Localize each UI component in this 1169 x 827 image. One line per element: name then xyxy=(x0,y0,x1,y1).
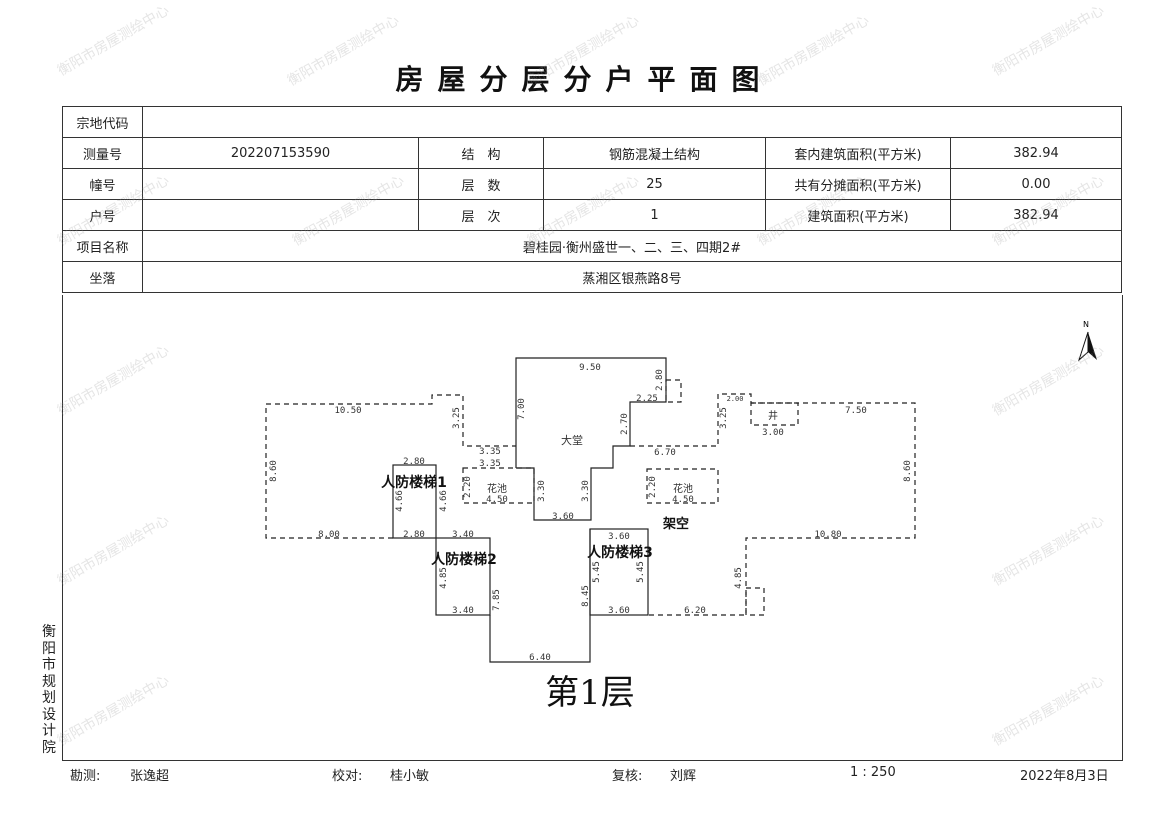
room-label: 大堂 xyxy=(561,433,583,447)
side-organization: 衡阳市规划设计院 xyxy=(42,624,56,756)
dim: 6.70 xyxy=(654,448,676,458)
reviewer-label: 复核: xyxy=(612,769,643,784)
value: 1 xyxy=(543,199,766,231)
dim: 8.45 xyxy=(581,585,591,607)
dim: 7.00 xyxy=(517,398,527,420)
dim: 9.50 xyxy=(579,363,601,373)
stair-3 xyxy=(589,528,649,616)
dim: 7.85 xyxy=(492,589,502,611)
floor-label: 第1层 xyxy=(545,673,635,713)
dim: 4.66 xyxy=(395,490,405,512)
stair-label: 人防楼梯2 xyxy=(431,551,497,568)
page-title: 房屋分层分户平面图 xyxy=(395,63,774,96)
dim: 3.25 xyxy=(452,407,462,429)
stair-label: 人防楼梯3 xyxy=(587,544,653,561)
dim: 7.50 xyxy=(845,406,867,416)
dim: 5.45 xyxy=(636,561,646,583)
dim: 4.66 xyxy=(439,490,449,512)
dim: 4.50 xyxy=(486,495,508,505)
dimension-labels: 9.50 2.80 2.25 2.70 6.70 7.00 大堂 3.35 3.… xyxy=(269,363,913,663)
small-well xyxy=(665,379,682,403)
well-box xyxy=(750,402,799,426)
dim: 3.60 xyxy=(608,532,630,542)
corridor xyxy=(489,529,591,663)
room-label: 架空 xyxy=(662,516,689,532)
dim: 8.60 xyxy=(903,460,913,482)
dim: 2.70 xyxy=(620,413,630,435)
dim: 2.80 xyxy=(655,369,665,391)
flower-pool-right xyxy=(646,468,719,504)
stair-1 xyxy=(392,464,437,539)
dim: 2.25 xyxy=(636,394,658,404)
reviewer: 刘辉 xyxy=(670,769,697,784)
room-label: 花池 xyxy=(487,482,507,495)
small-well-2 xyxy=(745,587,765,616)
stair-labels: 人防楼梯1 人防楼梯2 人防楼梯3 xyxy=(381,474,653,568)
dim: 3.60 xyxy=(552,512,574,522)
dim: 10.80 xyxy=(814,530,841,540)
checker-label: 校对: xyxy=(332,769,363,784)
surveyor-label: 勘测: xyxy=(70,769,101,784)
checker: 桂小敏 xyxy=(390,769,430,784)
label: 幢号 xyxy=(62,168,143,200)
dim: 3.30 xyxy=(537,480,547,502)
dim: 6.20 xyxy=(684,606,706,616)
dim: 4.50 xyxy=(672,495,694,505)
dim: 3.35 xyxy=(479,459,501,469)
well-label: 井 xyxy=(768,409,778,422)
solid-outlines xyxy=(392,357,667,663)
dim: 3.30 xyxy=(581,480,591,502)
dim: 4.85 xyxy=(734,567,744,589)
right-wing-outline xyxy=(630,393,916,616)
dim: 10.50 xyxy=(334,406,361,416)
dim: 5.45 xyxy=(592,561,602,583)
lobby-outline xyxy=(515,357,667,521)
label: 宗地代码 xyxy=(62,106,143,138)
value: 蒸湘区银燕路8号 xyxy=(142,261,1122,293)
dim: 8.00 xyxy=(318,530,340,540)
dim: 3.00 xyxy=(762,428,784,438)
dim: 2.80 xyxy=(403,530,425,540)
value: 382.94 xyxy=(950,199,1122,231)
stair-2 xyxy=(435,537,491,616)
date: 2022年8月3日 xyxy=(1020,769,1109,784)
value: 钢筋混凝土结构 xyxy=(543,137,766,169)
dim: 8.60 xyxy=(269,460,279,482)
label: 项目名称 xyxy=(62,230,143,262)
drawing-frame xyxy=(62,295,1123,761)
dim: 3.35 xyxy=(479,447,501,457)
dim: 2.80 xyxy=(403,457,425,467)
room-label: 花池 xyxy=(673,482,693,495)
dim: 3.25 xyxy=(719,407,729,429)
north-label: N xyxy=(1083,320,1089,329)
dim: 4.85 xyxy=(439,567,449,589)
dim: 2.00 xyxy=(727,395,744,403)
dim: 3.40 xyxy=(452,530,474,540)
dim: 2.20 xyxy=(463,476,473,498)
dim: 2.20 xyxy=(648,476,658,498)
label: 建筑面积(平方米) xyxy=(765,199,951,231)
scale: 1 : 250 xyxy=(850,765,896,780)
dim: 6.40 xyxy=(529,653,551,663)
value: 382.94 xyxy=(950,137,1122,169)
dim: 3.40 xyxy=(452,606,474,616)
value: 0.00 xyxy=(950,168,1122,200)
surveyor: 张逸超 xyxy=(130,769,170,784)
dim: 3.60 xyxy=(608,606,630,616)
north-arrow-icon: N xyxy=(1077,320,1097,362)
stair-label: 人防楼梯1 xyxy=(381,474,447,491)
value: 25 xyxy=(543,168,766,200)
